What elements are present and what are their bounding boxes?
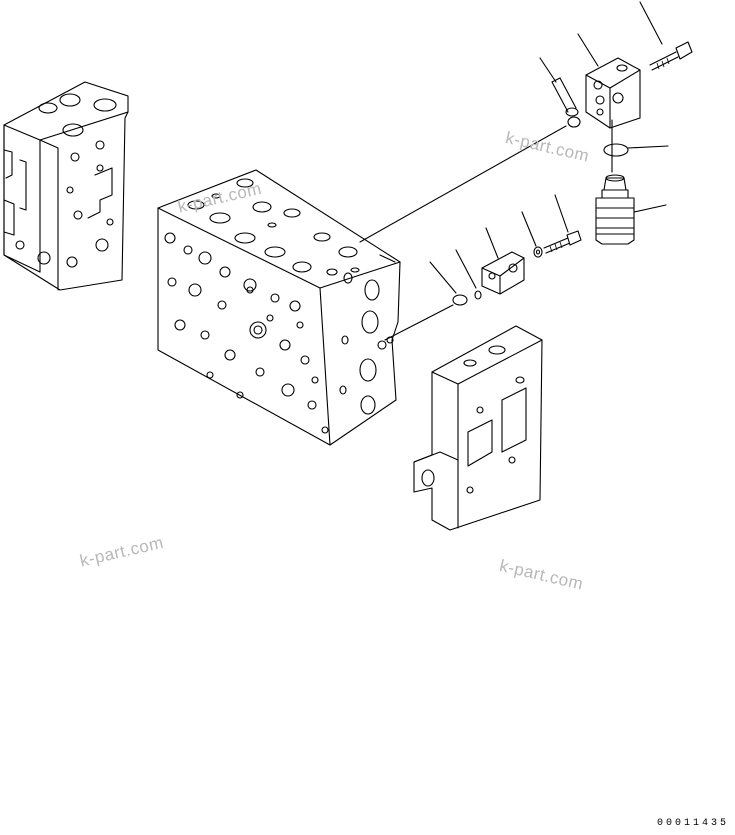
- o-ring-small: [474, 290, 482, 300]
- pin-top: [551, 77, 581, 128]
- main-valve-body: [157, 169, 401, 446]
- bolt-top: [649, 41, 693, 71]
- bolt-middle: [543, 230, 582, 254]
- washer: [533, 246, 543, 258]
- connector-block: [585, 57, 641, 129]
- front-face-holes: [164, 232, 329, 434]
- drawing-code: 00011435: [656, 818, 729, 829]
- plug: [452, 294, 468, 306]
- leader-lines: [359, 1, 669, 341]
- connector-block-small: [481, 251, 525, 295]
- relief-valve-cartridge: [595, 174, 635, 245]
- o-ring-top: [603, 143, 629, 157]
- end-cover-block: [3, 81, 129, 291]
- side-face-ports: [339, 272, 394, 415]
- end-section-block: [413, 325, 543, 531]
- top-face-holes: [187, 178, 360, 276]
